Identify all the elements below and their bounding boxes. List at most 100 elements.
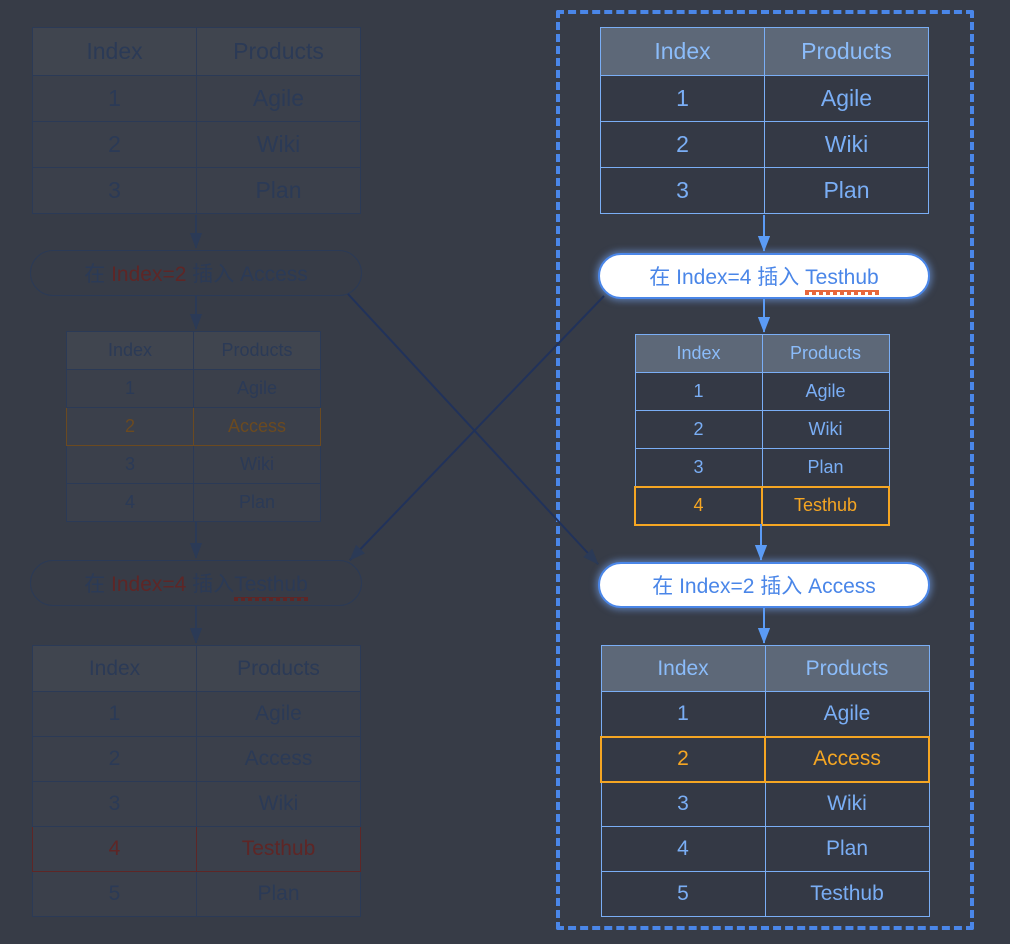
cell-index: 3 — [634, 448, 763, 487]
cell-product: Testhub — [196, 826, 361, 872]
left-step-1-pill[interactable]: 在 Index=2 插入 Access — [30, 250, 362, 296]
pill-target: Index=2 — [679, 575, 755, 598]
column-header-products: Products — [764, 27, 929, 76]
cell-product: Wiki — [196, 781, 361, 827]
column-header-index: Index — [600, 27, 765, 76]
cell-index: 3 — [600, 781, 766, 827]
cell-product: Agile — [761, 372, 890, 411]
cell-product: Agile — [764, 75, 929, 122]
cell-product: Agile — [196, 691, 361, 737]
cell-index: 1 — [32, 691, 197, 737]
column-header-products: Products — [764, 645, 930, 692]
cell-product: Access — [193, 407, 321, 446]
cell-index: 4 — [600, 826, 766, 872]
cell-index: 1 — [66, 369, 194, 408]
right-step-2-label: 在 Index=2 插入 Access — [652, 570, 876, 600]
column-header-index: Index — [32, 27, 197, 76]
cell-product: Access — [764, 735, 930, 783]
cell-index: 1 — [32, 75, 197, 122]
pill-value: Access — [240, 263, 308, 286]
pill-value: Testhub — [805, 266, 879, 292]
cell-product: Wiki — [764, 121, 929, 168]
cell-index: 4 — [32, 826, 197, 872]
column-header-products: Products — [761, 334, 890, 373]
left-step-1-label: 在 Index=2 插入 Access — [84, 258, 308, 288]
cell-index: 3 — [32, 167, 197, 214]
cell-product: Wiki — [761, 410, 890, 449]
left-step-2-label: 在 Index=4 插入Testhub — [84, 568, 308, 598]
pill-middle: 插入 — [186, 573, 235, 596]
column-header-index: Index — [66, 331, 194, 370]
cell-product: Plan — [196, 167, 361, 214]
pill-middle: 插入 — [751, 266, 806, 289]
cell-index: 1 — [600, 691, 766, 737]
cell-product: Plan — [196, 871, 361, 917]
cell-product: Wiki — [764, 781, 930, 827]
right-step-1-label: 在 Index=4 插入 Testhub — [649, 261, 879, 292]
cell-product: Plan — [761, 448, 890, 487]
column-header-index: Index — [600, 645, 766, 692]
cell-product: Testhub — [761, 485, 890, 526]
cell-product: Plan — [764, 167, 929, 214]
cell-product: Agile — [193, 369, 321, 408]
column-header-products: Products — [196, 27, 361, 76]
pill-prefix: 在 — [652, 575, 680, 598]
cell-product: Agile — [764, 691, 930, 737]
cell-index: 4 — [634, 485, 763, 526]
pill-value: Access — [808, 575, 876, 598]
cell-index: 2 — [32, 121, 197, 168]
cell-index: 3 — [32, 781, 197, 827]
cell-product: Wiki — [193, 445, 321, 484]
pill-middle: 插入 — [186, 263, 241, 286]
pill-target: Index=2 — [111, 263, 187, 286]
cell-index: 2 — [634, 410, 763, 449]
right-step-1-pill[interactable]: 在 Index=4 插入 Testhub — [598, 253, 930, 299]
pill-target: Index=4 — [676, 266, 752, 289]
column-header-index: Index — [634, 334, 763, 373]
cell-product: Access — [196, 736, 361, 782]
pill-middle: 插入 — [754, 575, 809, 598]
arrow-cross-right-to-left — [349, 295, 605, 561]
pill-prefix: 在 — [84, 573, 112, 596]
cell-product: Agile — [196, 75, 361, 122]
column-header-products: Products — [193, 331, 321, 370]
pill-prefix: 在 — [84, 263, 112, 286]
cell-index: 3 — [66, 445, 194, 484]
cell-product: Testhub — [764, 871, 930, 917]
left-step-2-pill[interactable]: 在 Index=4 插入Testhub — [30, 560, 362, 606]
right-step-2-pill[interactable]: 在 Index=2 插入 Access — [598, 562, 930, 608]
